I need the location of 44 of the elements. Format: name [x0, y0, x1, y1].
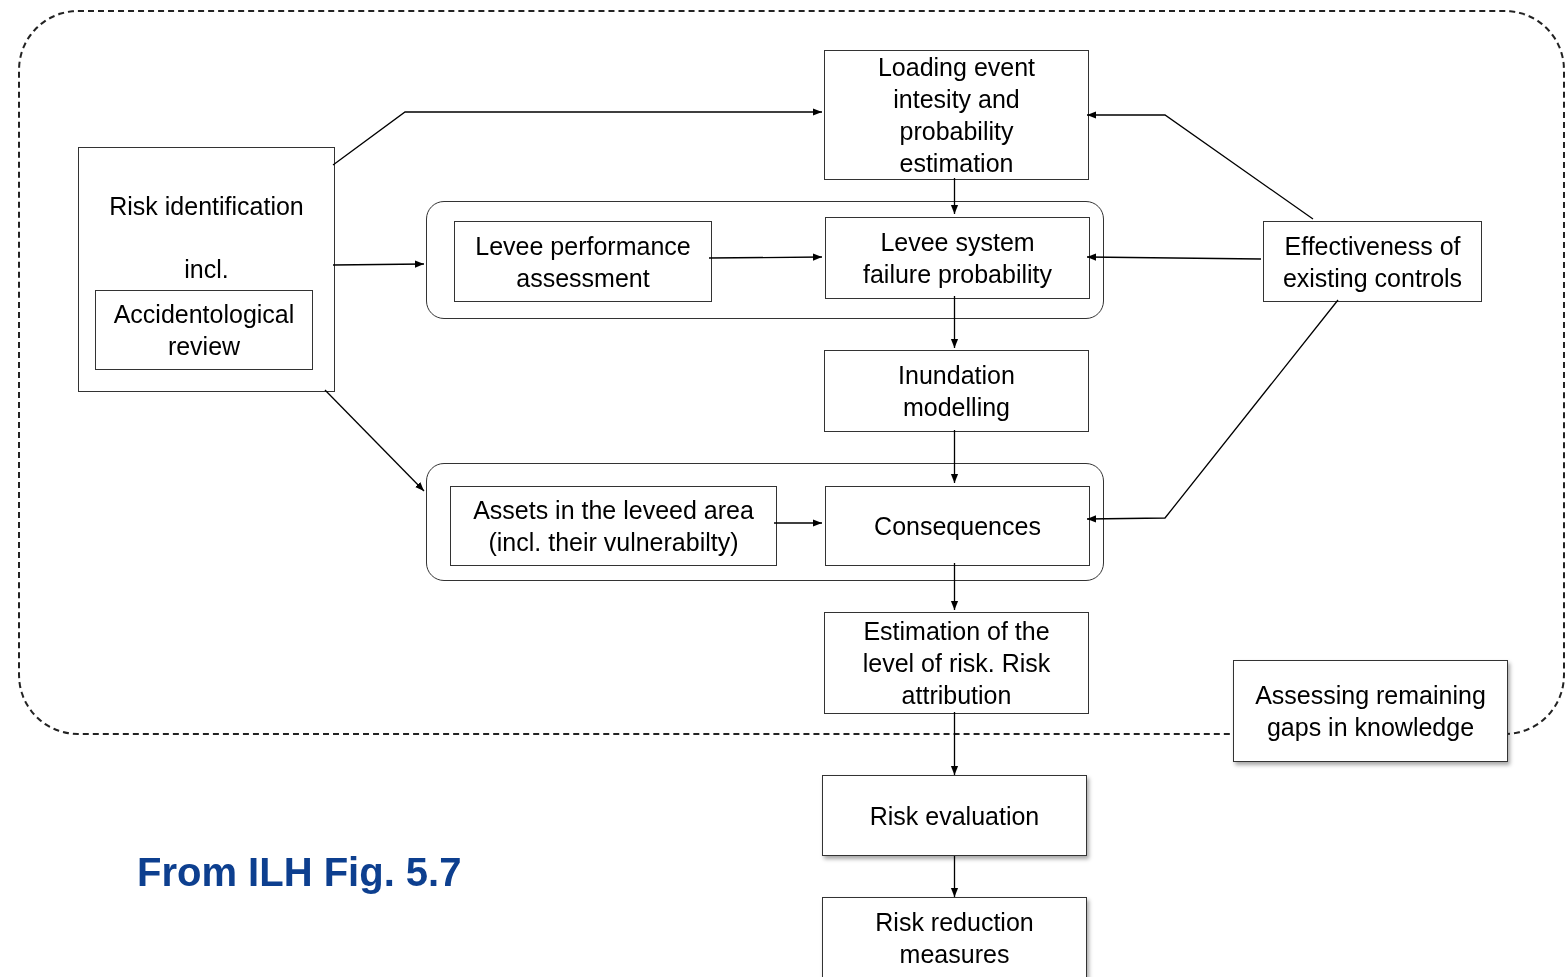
arrow [1086, 253, 1262, 261]
box-label: Risk reduction measures [874, 907, 1035, 970]
figure-source-note: From ILH Fig. 5.7 [137, 849, 462, 896]
box-label: Estimation of the level of risk. Risk attribution [861, 616, 1052, 711]
process-box [824, 612, 1089, 714]
group-box [426, 201, 1104, 319]
box-label: Effectiveness of existing controls [1281, 230, 1464, 294]
box-label: Levee system failure probability [862, 227, 1053, 290]
box-label: Assessing remaining gaps in knowledge [1254, 680, 1487, 743]
arrow [950, 562, 959, 611]
arrow [950, 295, 959, 349]
arrow [324, 389, 425, 492]
arrow [332, 260, 425, 268]
box-label: Consequences [874, 511, 1041, 542]
arrow [950, 429, 959, 484]
box-label: Risk identification [108, 191, 305, 222]
arrow [1086, 299, 1339, 523]
process-box [78, 147, 335, 392]
process-box [454, 221, 712, 302]
box-label: Inundation modelling [897, 360, 1016, 423]
box-label: Loading event intesity and probability estimation [876, 52, 1037, 179]
box-label: Assets in the leveed area (incl. their vulnerabilty) [472, 495, 755, 558]
process-box [95, 290, 313, 370]
group-box [426, 463, 1104, 581]
arrow [708, 253, 823, 261]
arrow [950, 711, 959, 776]
process-box [824, 350, 1089, 432]
process-box [825, 217, 1090, 299]
process-box [1233, 660, 1508, 762]
process-box [450, 486, 777, 566]
process-box [825, 486, 1090, 566]
arrow [1086, 111, 1314, 220]
arrow [950, 855, 959, 898]
arrow [950, 177, 959, 215]
process-box [824, 50, 1089, 180]
box-label: Levee performance assessment [474, 230, 692, 294]
box-label: Risk evaluation [869, 800, 1040, 832]
process-box [822, 775, 1087, 856]
arrow [332, 108, 823, 166]
box-label: Accidentological review [112, 299, 296, 362]
process-box [1263, 221, 1482, 302]
arrow [773, 519, 823, 527]
box-label: incl. [183, 254, 230, 285]
process-box [822, 897, 1087, 977]
